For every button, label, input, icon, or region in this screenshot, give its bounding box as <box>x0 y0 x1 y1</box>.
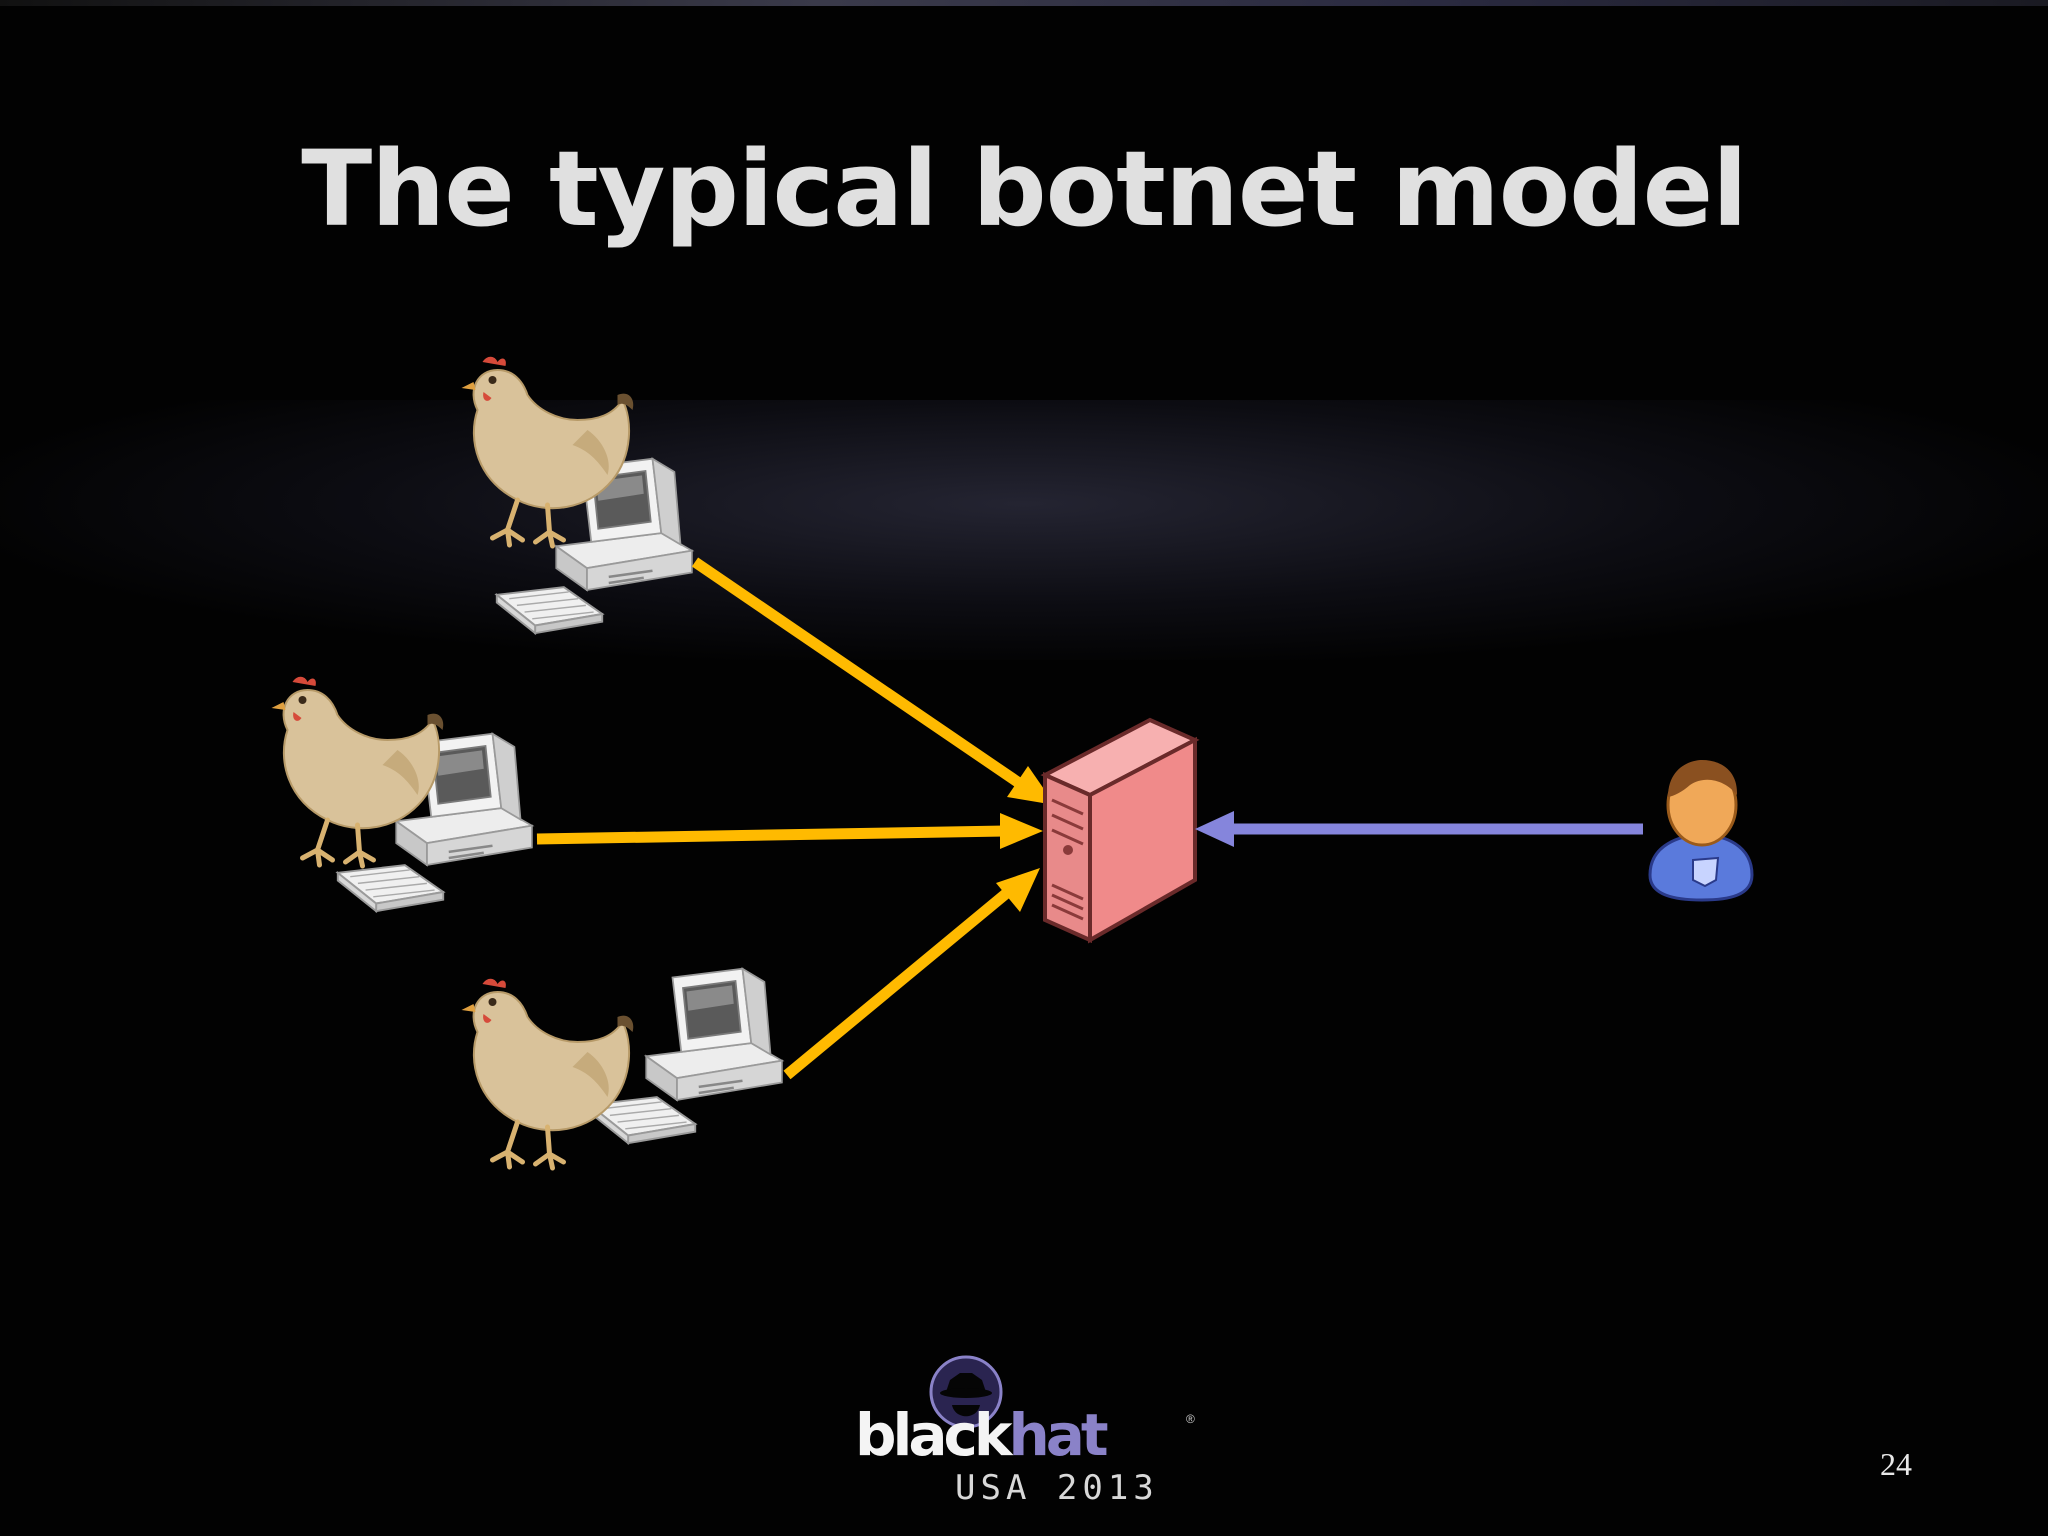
black-hat-logo: blackhat ® USA 2013 <box>855 1400 1195 1510</box>
logo-brand-hat: hat <box>1008 1401 1109 1469</box>
background-band <box>0 400 2048 660</box>
bot-computer-1 <box>462 357 694 635</box>
black-hat-logo-mark <box>929 1355 1003 1429</box>
computer-icon <box>644 967 784 1102</box>
keyboard-icon <box>495 586 604 635</box>
bot-computer-3 <box>462 967 784 1168</box>
bot-arrow-1 <box>691 557 1055 805</box>
slide-title: The typical botnet model <box>301 128 1748 250</box>
server-icon <box>1040 717 1200 944</box>
bot-arrow-3 <box>783 868 1040 1080</box>
keyboard-icon <box>336 864 445 913</box>
page-number: 24 <box>1880 1446 1912 1482</box>
user-icon <box>1648 760 1754 902</box>
top-strip <box>0 0 2048 6</box>
logo-brand: blackhat <box>855 1400 1109 1470</box>
bot-arrow-2 <box>536 813 1043 849</box>
chicken-icon <box>462 979 634 1168</box>
bot-arrows <box>536 557 1055 1080</box>
logo-registered-mark: ® <box>1186 1412 1195 1426</box>
logo-brand-black: black <box>855 1401 1012 1469</box>
bot-computer-2 <box>272 677 534 913</box>
logo-event: USA 2013 <box>955 1468 1159 1508</box>
master-arrow <box>1195 811 1643 847</box>
